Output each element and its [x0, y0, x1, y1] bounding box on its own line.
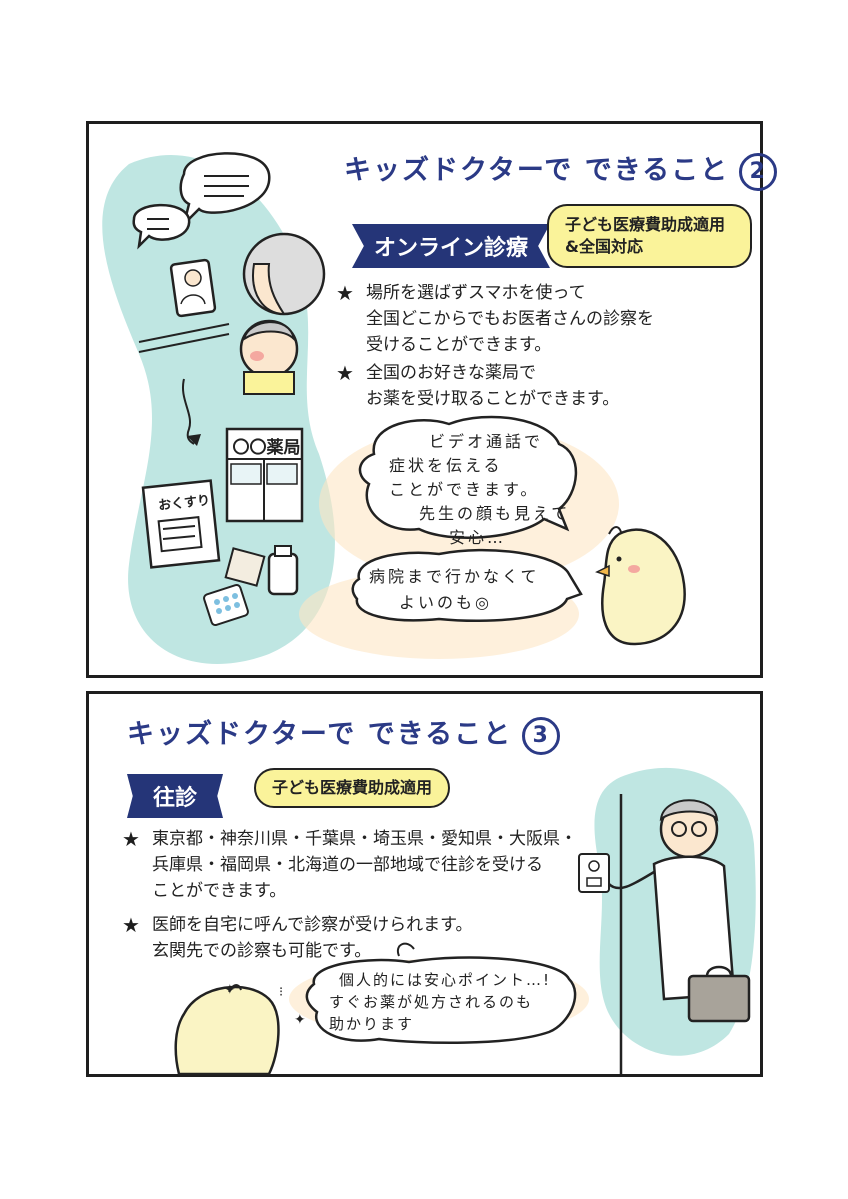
thought-bubble-2	[351, 548, 583, 623]
panel1-heading: キッズドクターで できること 2	[344, 148, 778, 191]
bubble-line: 個人的には安心ポイント…!	[339, 971, 552, 989]
bullet-item: ★ 東京都・神奈川県・千葉県・埼玉県・愛知県・大阪県・ 兵庫県・福岡県・北海道の…	[122, 826, 577, 904]
coverage-tag: 子ども医療費助成適用	[254, 768, 451, 808]
panel2-illustration: ✦ ✦ ⁝	[174, 767, 756, 1076]
bullet-line: 玄関先での診察も可能です。	[152, 941, 372, 961]
thought-bubble-1	[358, 415, 578, 539]
powder-packet	[224, 547, 266, 587]
chick-character	[174, 985, 280, 1076]
bullet-line: 医師を自宅に呼んで診察が受けられます。	[152, 915, 473, 935]
coverage-tag: 子ども医療費助成適用 &全国対応	[547, 204, 752, 268]
bullet-line: ことができます。	[152, 881, 287, 901]
bullet-line: 全国のお好きな薬局で	[366, 363, 536, 383]
panel-home-visit: ✦ ✦ ⁝ キッズドクターで できること 3 往診 子ども医療費助成適用 ★ 東京…	[86, 691, 763, 1077]
smartphone-icon	[169, 258, 217, 318]
thought-bubble-2-text: 病院まで行かなくて よいのも◎	[369, 564, 540, 616]
star-icon: ★	[122, 827, 140, 851]
star-icon: ★	[122, 913, 140, 937]
bubble-line: よいのも◎	[399, 593, 492, 612]
bubble-line: 症状を伝える	[389, 456, 503, 475]
star-icon: ★	[336, 361, 354, 385]
teal-blob	[102, 155, 335, 664]
bubble-line: 病院まで行かなくて	[369, 567, 540, 586]
arrow-down-icon	[181, 378, 195, 445]
heading-text: キッズドクターで できること	[344, 155, 730, 186]
bubble-line: ビデオ通話で	[429, 432, 544, 451]
medicine-bottle	[267, 552, 299, 596]
heading-number: 2	[739, 152, 778, 191]
sparkle-icon: ✦	[224, 982, 236, 998]
bubble-line: 助かります	[329, 1015, 415, 1033]
bullet-item: ★ 全国のお好きな薬局で お薬を受け取ることができます。	[336, 360, 620, 412]
doctor-coat	[652, 855, 736, 1001]
bullet-line: お薬を受け取ることができます。	[366, 389, 620, 409]
service-banner: オンライン診療	[352, 224, 551, 268]
sparkle-icon: ⁝	[279, 985, 283, 1000]
star-icon: ★	[336, 281, 354, 305]
bullet-line: 場所を選ばずスマホを使って	[366, 283, 586, 303]
bubble-line: ことができます。	[389, 480, 540, 499]
speech-bubble-large	[179, 152, 271, 229]
sparkle-icon: ✦	[294, 1012, 306, 1028]
bubble-line: 先生の顔も見えて	[419, 504, 571, 523]
thought-bubble-1-text: ビデオ通話で 症状を伝える ことができます。 先生の顔も見えて 安心…	[389, 430, 570, 550]
coverage-tag-line2: &全国対応	[565, 237, 643, 256]
doctor-bag	[687, 974, 751, 1023]
service-banner: 往診	[127, 774, 224, 818]
heading-number: 3	[522, 716, 561, 755]
bullet-item: ★ 医師を自宅に呼んで診察が受けられます。 玄関先での診察も可能です。	[122, 912, 473, 964]
bullet-line: 兵庫県・福岡県・北海道の一部地域で往診を受ける	[152, 855, 543, 875]
panel-online-consultation: キッズドクターで できること 2 オンライン診療 子ども医療費助成適用 &全国対応…	[86, 121, 778, 678]
bubble-line: すぐお薬が処方されるのも	[329, 993, 534, 1011]
bullet-item: ★ 場所を選ばずスマホを使って 全国どこからでもお医者さんの診察を 受けることが…	[336, 280, 654, 358]
panel1-illustration	[102, 152, 686, 664]
thought-bubble-3-text: 個人的には安心ポイント…! すぐお薬が処方されるのも 助かります	[329, 969, 551, 1035]
bullet-line: 東京都・神奈川県・千葉県・埼玉県・愛知県・大阪県・	[152, 829, 577, 849]
bullet-line: 受けることができます。	[366, 335, 552, 355]
chick-character	[601, 528, 686, 646]
heading-text: キッズドクターで できること	[127, 719, 513, 750]
panel2-heading: キッズドクターで できること 3	[127, 712, 561, 755]
pharmacy-sign: 〇〇薬局	[232, 438, 301, 458]
speech-bubble-small	[132, 203, 191, 250]
bubble-line: 安心…	[449, 528, 507, 547]
coverage-tag-line1: 子ども医療費助成適用	[565, 215, 726, 234]
thought-bubble-3	[305, 956, 577, 1045]
bullet-line: 全国どこからでもお医者さんの診察を	[366, 309, 654, 329]
